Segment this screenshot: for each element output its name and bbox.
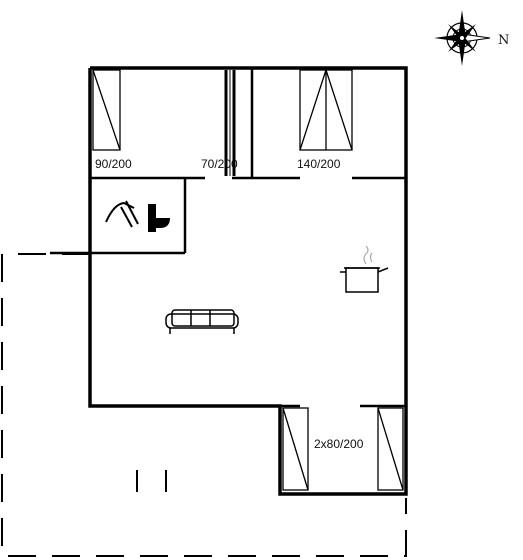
bed-4-label: 2x80/200 — [314, 437, 364, 451]
terrace-outline — [1, 253, 407, 557]
toilet-icon — [148, 204, 170, 232]
bed-double-140 — [299, 69, 353, 151]
sofa-icon — [165, 309, 239, 334]
bed-3-label: 140/200 — [297, 157, 341, 171]
bed-single-90 — [92, 69, 121, 151]
bed-twin-80 — [282, 407, 404, 491]
compass-rose-icon — [434, 10, 491, 66]
terrace-posts — [136, 470, 167, 492]
bed-1-label: 90/200 — [95, 157, 132, 171]
partition-double-wall — [224, 70, 236, 176]
shower-icon — [105, 200, 139, 228]
bed-2-label: 70/200 — [201, 157, 238, 171]
exterior-walls — [88, 66, 408, 496]
compass-north-label: N — [498, 33, 509, 48]
interior-walls — [50, 68, 406, 408]
cooking-pot-icon — [340, 245, 389, 293]
